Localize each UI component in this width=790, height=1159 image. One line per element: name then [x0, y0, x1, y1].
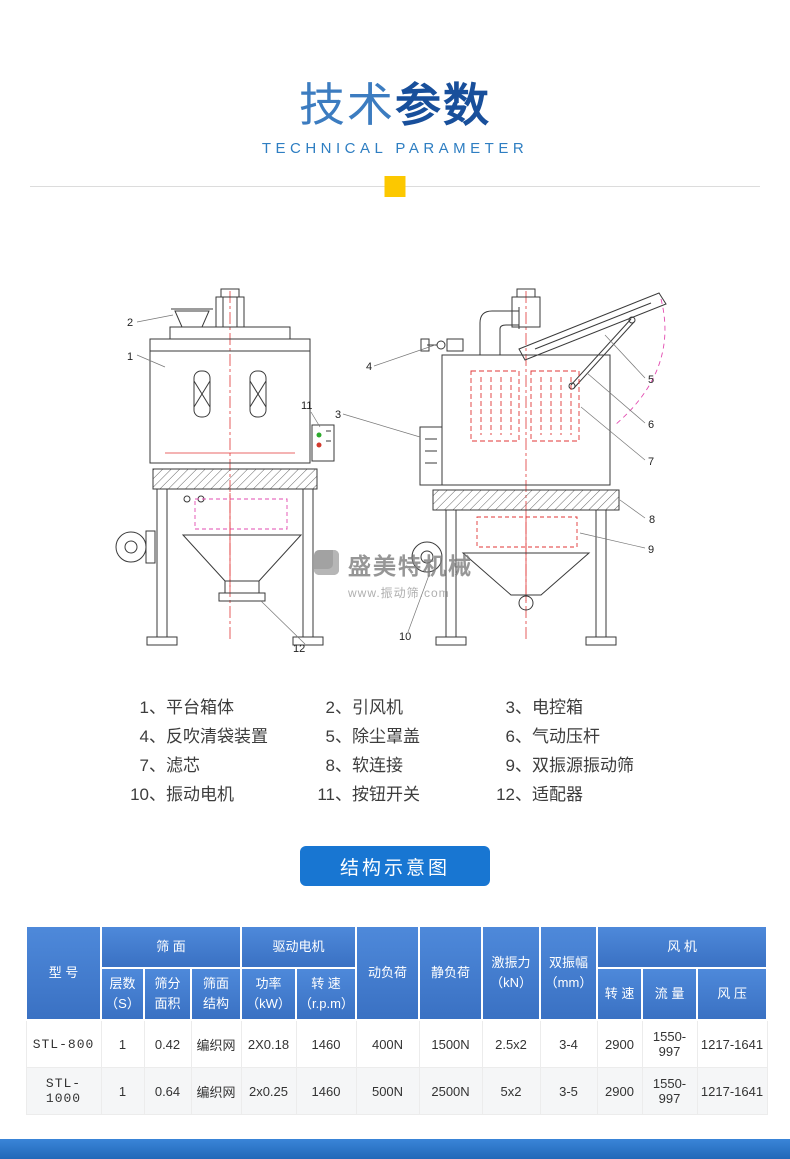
legend-item: 4、反吹清袋装置 [139, 727, 268, 746]
legend-item: 7、滤芯 [139, 756, 200, 775]
cell-static: 2500N [418, 1067, 483, 1116]
callout-label-6: 6 [648, 419, 654, 431]
left-machine-drawing [115, 288, 335, 646]
header-screen-group: 筛 面 [100, 925, 242, 969]
callout-label-8: 8 [649, 514, 655, 526]
divider-line [30, 176, 760, 197]
page-title: 技术参数 [0, 80, 790, 131]
table-row: STL-800 1 0.42 编织网 2X0.18 1460 400N 1500… [25, 1019, 768, 1069]
cell-dynamic: 400N [355, 1019, 420, 1069]
structure-diagram-button[interactable]: 结构示意图 [300, 846, 490, 886]
callout-label-5: 5 [648, 374, 654, 386]
watermark: 盛美特机械 www.振动筛.com [314, 547, 473, 601]
header-fan-group: 风 机 [596, 925, 769, 969]
structure-diagram: 1 2 3 4 5 6 7 8 9 10 11 12 [115, 288, 667, 655]
button-row: 结构示意图 [0, 846, 790, 886]
title-part-2: 参数 [395, 79, 491, 131]
header-model: 型 号 [25, 924, 102, 1022]
callout-label-9: 9 [648, 544, 654, 556]
parts-legend: 1、平台箱体 2、引风机 3、电控箱 4、反吹清袋装置 5、除尘罩盖 6、气动压… [126, 697, 706, 806]
cell-power: 2X0.18 [240, 1019, 297, 1069]
legend-item: 10、振动电机 [130, 785, 234, 804]
cell-structure: 编织网 [190, 1019, 242, 1069]
cell-layers: 1 [100, 1067, 145, 1116]
cell-speed: 1460 [295, 1067, 357, 1116]
cell-model: STL-1000 [25, 1067, 102, 1116]
title-part-1: 技术 [299, 79, 395, 131]
header-speed: 转 速 （r.p.m） [294, 966, 358, 1022]
cell-fan-flow: 1550-997 [641, 1019, 698, 1069]
legend-item: 9、双振源振动筛 [505, 756, 634, 775]
cell-layers: 1 [100, 1019, 145, 1069]
cell-area: 0.42 [143, 1019, 192, 1069]
callout-label-3: 3 [335, 409, 341, 421]
legend-item: 5、除尘罩盖 [325, 727, 420, 746]
header-excitation: 激振力 （kN） [481, 924, 542, 1022]
cell-excitation: 2.5x2 [481, 1019, 541, 1069]
legend-item: 12、适配器 [496, 785, 583, 804]
header-fan-flow: 流 量 [641, 966, 699, 1022]
diagram-callouts: 1 2 3 4 5 6 7 8 9 10 11 12 [127, 314, 655, 655]
cell-fan-speed: 2900 [596, 1067, 643, 1116]
section-header: 技术参数 TECHNICAL PARAMETER [0, 80, 790, 157]
page-subtitle: TECHNICAL PARAMETER [261, 139, 529, 157]
cell-fan-pressure: 1217-1641 [696, 1067, 768, 1116]
callout-label-12: 12 [293, 643, 305, 655]
legend-item: 11、按钮开关 [317, 785, 420, 804]
header-dynamic-load: 动负荷 [355, 924, 421, 1022]
callout-label-11: 11 [301, 400, 312, 412]
legend-item: 3、电控箱 [505, 698, 583, 717]
callout-label-2: 2 [127, 317, 133, 329]
bottom-bar [0, 1139, 790, 1159]
header-power: 功率 （kW） [240, 966, 297, 1022]
table-row: STL-1000 1 0.64 编织网 2x0.25 1460 500N 250… [25, 1067, 768, 1116]
spec-table: 型 号 筛 面 驱动电机 动负荷 静负荷 激振力 （kN） 双振幅 （mm） 风… [25, 924, 769, 1116]
cell-power: 2x0.25 [240, 1067, 297, 1116]
header-structure: 筛面 结构 [190, 966, 242, 1022]
cell-model: STL-800 [25, 1019, 102, 1069]
diagram-area: 1 2 3 4 5 6 7 8 9 10 11 12 盛美特机械 www.振动筛… [0, 285, 790, 690]
right-machine-drawing [411, 288, 667, 646]
header-static-load: 静负荷 [418, 924, 484, 1022]
header-amplitude: 双振幅 （mm） [539, 924, 599, 1022]
legend-item: 6、气动压杆 [505, 727, 600, 746]
cell-amplitude: 3-5 [539, 1067, 598, 1116]
cell-fan-flow: 1550-997 [641, 1067, 698, 1116]
header-fan-pressure: 风 压 [696, 966, 769, 1022]
cell-speed: 1460 [295, 1019, 357, 1069]
cell-excitation: 5x2 [481, 1067, 541, 1116]
header-motor-group: 驱动电机 [239, 925, 358, 969]
watermark-brand: 盛美特机械 [348, 553, 473, 579]
watermark-logo [314, 550, 339, 575]
callout-label-10: 10 [399, 631, 411, 643]
callout-label-4: 4 [366, 361, 372, 373]
header-layers: 层数 （S） [100, 966, 145, 1022]
divider-accent-square [384, 176, 406, 197]
watermark-url: www.振动筛.com [348, 586, 450, 600]
cell-amplitude: 3-4 [539, 1019, 598, 1069]
cell-fan-speed: 2900 [596, 1019, 643, 1069]
cell-fan-pressure: 1217-1641 [696, 1019, 768, 1069]
cell-structure: 编织网 [190, 1067, 242, 1116]
callout-label-1: 1 [127, 351, 133, 363]
header-area: 筛分 面积 [143, 966, 192, 1022]
legend-item: 1、平台箱体 [139, 698, 234, 717]
cell-dynamic: 500N [355, 1067, 420, 1116]
legend-item: 8、软连接 [325, 756, 403, 775]
cell-area: 0.64 [143, 1067, 192, 1116]
cell-static: 1500N [418, 1019, 483, 1069]
legend-item: 2、引风机 [325, 698, 403, 717]
callout-label-7: 7 [648, 456, 654, 468]
header-fan-speed: 转 速 [596, 966, 644, 1022]
